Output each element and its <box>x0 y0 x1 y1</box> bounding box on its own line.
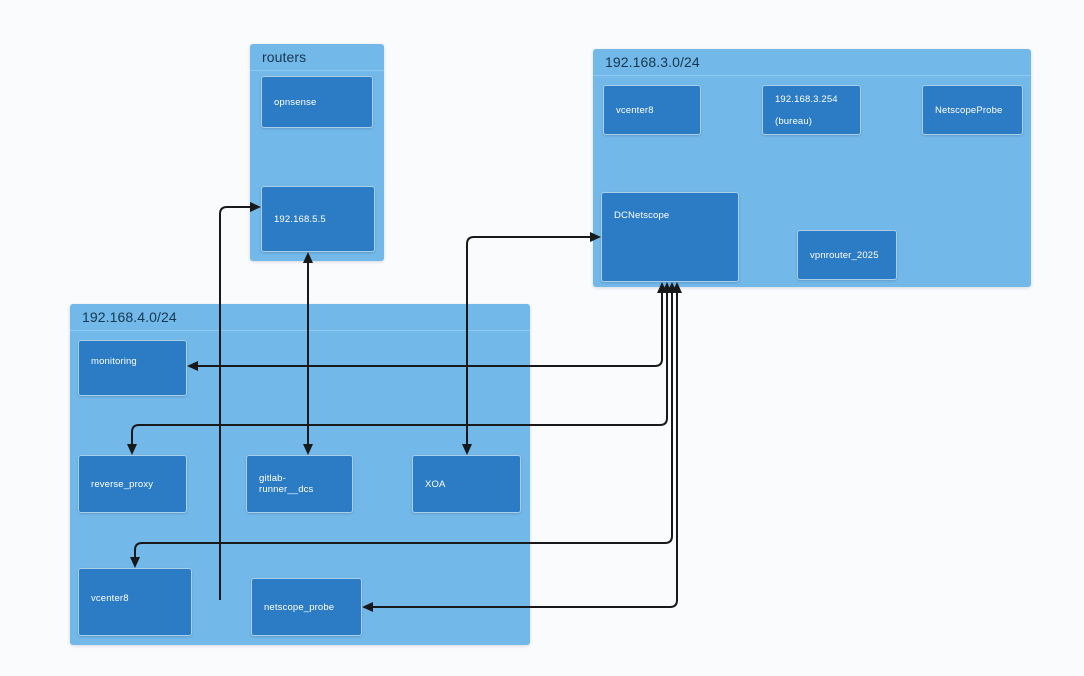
node-label: monitoring <box>91 356 137 367</box>
node-label: 192.168.3.254 <box>775 93 838 105</box>
group-title-192-168-3-0: 192.168.3.0/24 <box>593 49 1031 76</box>
node-label: reverse_proxy <box>91 478 154 490</box>
node-label: 192.168.5.5 <box>274 213 326 225</box>
node-label: vpnrouter_2025 <box>810 249 879 261</box>
node-netscopeprobe[interactable]: NetscopeProbe <box>922 85 1023 135</box>
node-label: vcenter8 <box>616 104 654 116</box>
node-vcenter8-net4[interactable]: vcenter8 <box>78 568 192 636</box>
group-title-192-168-4-0: 192.168.4.0/24 <box>70 304 530 331</box>
node-192-168-3-254[interactable]: 192.168.3.254 (bureau) <box>762 85 861 135</box>
node-label: opnsense <box>274 96 317 108</box>
node-dcnetscope[interactable]: DCNetscope <box>601 192 739 282</box>
node-opnsense[interactable]: opnsense <box>261 76 373 128</box>
node-label: gitlab-runner__dcs <box>259 473 314 495</box>
group-title-routers: routers <box>250 44 384 71</box>
node-monitoring[interactable]: monitoring <box>78 340 187 396</box>
node-label: vcenter8 <box>91 593 129 604</box>
node-reverse-proxy[interactable]: reverse_proxy <box>78 455 187 513</box>
node-label: NetscopeProbe <box>935 104 1003 116</box>
node-vpnrouter-2025[interactable]: vpnrouter_2025 <box>797 230 897 280</box>
node-gitlab-runner-dcs[interactable]: gitlab-runner__dcs <box>246 455 353 513</box>
node-vcenter8-net3[interactable]: vcenter8 <box>603 85 701 135</box>
node-label: DCNetscope <box>614 210 670 221</box>
node-label: XOA <box>425 478 446 490</box>
node-sublabel: (bureau) <box>775 115 813 127</box>
node-192-168-5-5[interactable]: 192.168.5.5 <box>261 186 375 252</box>
node-label: netscope_probe <box>264 601 335 613</box>
node-netscope-probe[interactable]: netscope_probe <box>251 578 362 636</box>
node-xoa[interactable]: XOA <box>412 455 521 513</box>
